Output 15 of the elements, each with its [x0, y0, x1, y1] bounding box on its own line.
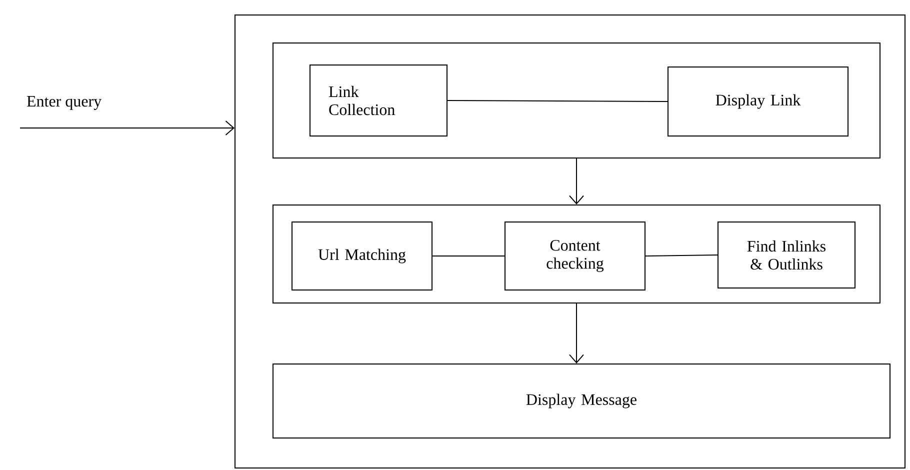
- process-box: Display Link: [668, 66, 848, 136]
- process-box: Link Collection: [310, 64, 448, 136]
- connector-line: [447, 100, 668, 102]
- arrow: [569, 158, 584, 204]
- arrow: [569, 303, 584, 364]
- process-box: Find Inlinks & Outlinks: [718, 222, 856, 288]
- process-box: Url Matching: [292, 222, 432, 290]
- process-box: Content checking: [504, 222, 646, 290]
- connector-line: [645, 254, 718, 256]
- group-box: [234, 14, 906, 468]
- group-box: [272, 204, 880, 304]
- arrow: [20, 120, 234, 136]
- group-box: [272, 42, 880, 158]
- message-box: Display Message: [272, 364, 890, 438]
- edge-label: Enter query: [26, 96, 102, 110]
